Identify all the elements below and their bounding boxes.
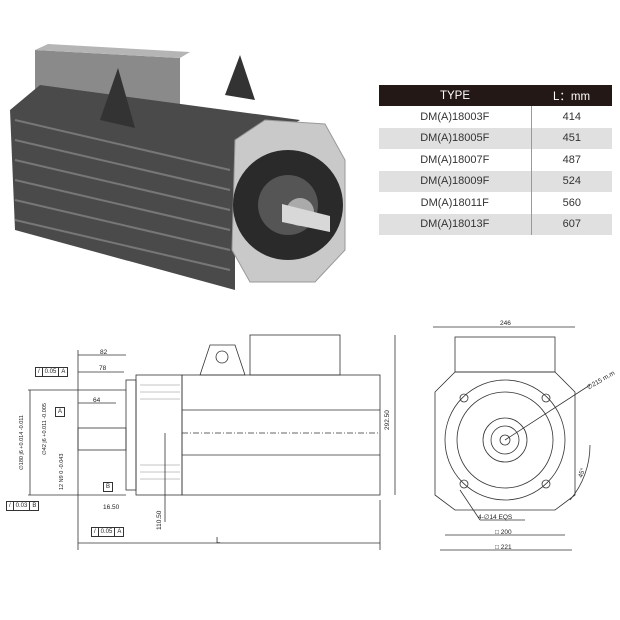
dim-16-50: 16.50 <box>103 504 120 511</box>
dim-82: 82 <box>100 349 108 356</box>
col-length-header: L：mm <box>531 85 612 106</box>
dim-292-50: 292.50 <box>384 410 391 430</box>
flange-diameter: ∅180 j6 +0.014 -0.011 <box>19 415 25 470</box>
type-cell: DM(A)18009F <box>379 170 532 192</box>
dim-246: 246 <box>500 320 511 327</box>
end-view-outline <box>433 326 591 551</box>
length-cell: 607 <box>531 213 612 235</box>
key-width: 12 N9 0 -0.043 <box>59 453 65 490</box>
table-row: DM(A)18011F 560 <box>379 192 612 214</box>
datum-b: B <box>103 482 114 492</box>
datum-a: A <box>55 407 66 417</box>
dim-L: L <box>216 536 221 545</box>
length-cell: 451 <box>531 127 612 149</box>
holes-label: 4-∅14 EQS <box>478 514 513 521</box>
square-221: □ 221 <box>495 544 512 551</box>
table-row: DM(A)18003F 414 <box>379 106 612 128</box>
technical-drawing <box>28 326 591 551</box>
length-cell: 524 <box>531 170 612 192</box>
side-view-outline <box>28 334 396 550</box>
length-cell: 414 <box>562 110 581 123</box>
col-type-header: TYPE <box>379 85 532 106</box>
type-cell: DM(A)18013F <box>379 213 532 235</box>
dim-64: 64 <box>93 397 101 404</box>
square-200: □ 200 <box>495 529 512 536</box>
type-cell: DM(A)18007F <box>379 149 532 171</box>
shaft-diameter: ∅42 j6 +0.011 -0.005 <box>42 403 48 455</box>
dim-110-50: 110.50 <box>156 510 163 530</box>
table-row: DM(A)18007F 487 <box>379 149 612 171</box>
motor-photo <box>10 44 346 290</box>
length-cell: 487 <box>562 153 581 166</box>
type-cell: DM(A)18005F <box>379 127 532 149</box>
type-cell: DM(A)18011F <box>379 192 532 214</box>
type-cell: DM(A)18003F <box>379 106 532 128</box>
length-cell: 560 <box>562 196 581 209</box>
dim-78: 78 <box>99 365 107 372</box>
